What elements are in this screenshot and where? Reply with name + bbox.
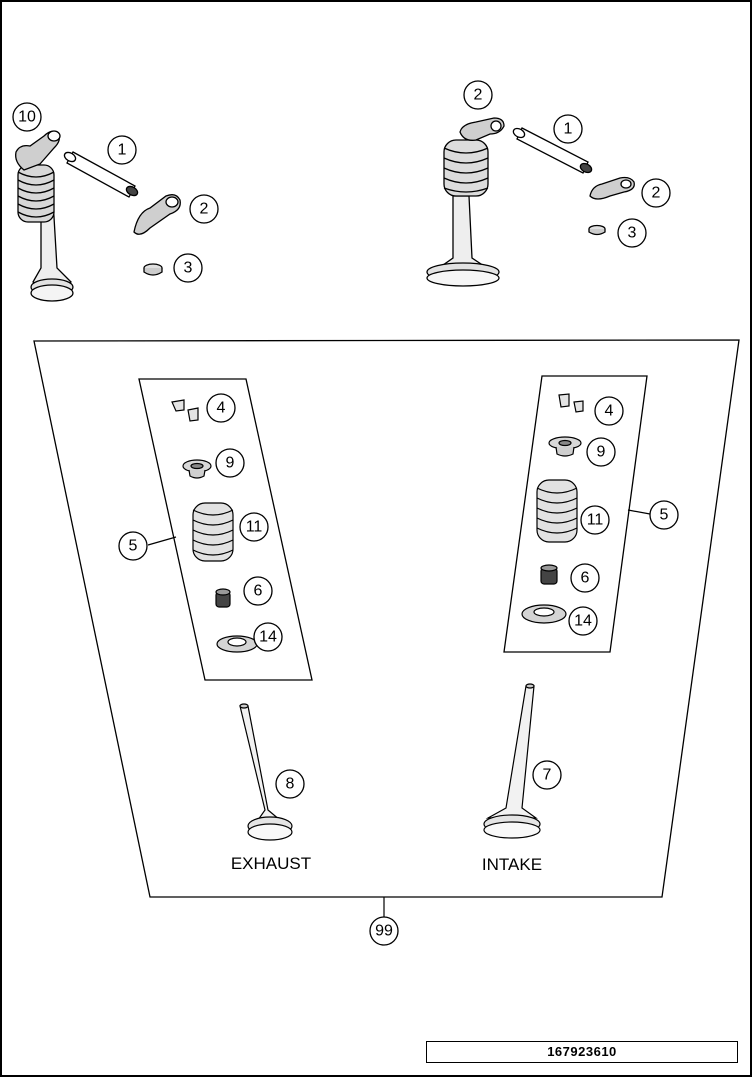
- callout-5: 5: [660, 507, 669, 524]
- callout-bubble: [553, 114, 583, 144]
- callout-bubble: [586, 437, 616, 467]
- intake-kit-5-leader: [627, 509, 651, 515]
- callout-bubble: [568, 606, 598, 636]
- callout-bubble: [580, 505, 610, 535]
- callout-bubble: [570, 563, 600, 593]
- callout-bubble: [369, 916, 399, 946]
- exhaust-kit-5-outline: [138, 378, 313, 681]
- callout-1: 1: [118, 142, 127, 159]
- intake-kit-parts: [521, 393, 584, 624]
- callout-1: 1: [564, 121, 573, 138]
- callout-2: 2: [474, 87, 483, 104]
- callout-4: 4: [605, 403, 614, 420]
- callout-bubble: [243, 576, 273, 606]
- callout-9: 9: [597, 444, 606, 461]
- callout-9: 9: [226, 455, 235, 472]
- exhaust-label: EXHAUST: [231, 854, 311, 873]
- shim-left: [143, 263, 163, 276]
- callout-bubble: [107, 135, 137, 165]
- callout-bubble: [617, 218, 647, 248]
- callout-bubble: [641, 178, 671, 208]
- callout-bubble: [463, 80, 493, 110]
- callout-8: 8: [286, 776, 295, 793]
- exhaust-valve-assembly: [15, 130, 74, 302]
- callout-14: 14: [259, 629, 277, 646]
- callout-4: 4: [217, 400, 226, 417]
- intake-valve-assembly: [426, 117, 505, 287]
- callout-14: 14: [574, 613, 592, 630]
- callout-bubble: [12, 102, 42, 132]
- callout-7: 7: [543, 767, 552, 784]
- document-number: 167923610: [426, 1041, 738, 1063]
- callout-99: 99: [375, 923, 393, 940]
- callout-bubble: [189, 194, 219, 224]
- rocker-shaft-right: [512, 127, 593, 174]
- callout-bubble: [173, 253, 203, 283]
- callout-3: 3: [628, 225, 637, 242]
- shim-right: [588, 224, 606, 236]
- callout-bubble: [239, 512, 269, 542]
- callout-bubble: [275, 769, 305, 799]
- callout-2: 2: [652, 185, 661, 202]
- exhaust-valve-8: [239, 703, 293, 841]
- callout-3: 3: [184, 260, 193, 277]
- rocker-arm-left: [133, 194, 181, 235]
- callout-11: 11: [246, 519, 263, 536]
- intake-valve-7: [483, 683, 541, 839]
- callout-bubble: [215, 448, 245, 478]
- callout-5: 5: [129, 538, 138, 555]
- exhaust-kit-parts: [171, 399, 258, 653]
- callout-11: 11: [587, 512, 604, 529]
- callout-bubble: [594, 396, 624, 426]
- kit-99-outline: [33, 339, 740, 898]
- callout-bubble: [253, 622, 283, 652]
- callout-bubble: [649, 500, 679, 530]
- exhaust-kit-5-leader: [147, 536, 177, 546]
- intake-kit-5-outline: [503, 375, 648, 653]
- callout-6: 6: [581, 570, 590, 587]
- rocker-shaft-left: [63, 151, 139, 198]
- callout-10: 10: [18, 109, 36, 126]
- intake-label: INTAKE: [482, 855, 542, 874]
- callout-6: 6: [254, 583, 263, 600]
- rocker-arm-right: [589, 176, 635, 200]
- callout-2: 2: [200, 201, 209, 218]
- callout-bubble: [532, 760, 562, 790]
- callout-bubble: [206, 393, 236, 423]
- callout-bubble: [118, 531, 148, 561]
